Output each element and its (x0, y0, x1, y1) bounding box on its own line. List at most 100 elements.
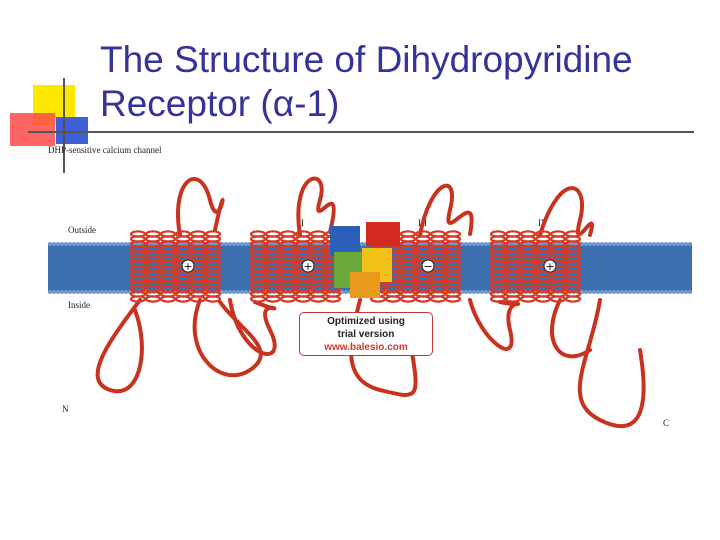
lipid-head (640, 290, 644, 294)
helix-turn (489, 295, 507, 303)
lipid-head (68, 242, 72, 246)
terminal-c: C (663, 418, 669, 428)
lipid-head (404, 242, 408, 246)
lipid-head (108, 290, 112, 294)
lipid-head (596, 242, 600, 246)
lipid-head (56, 242, 60, 246)
lipid-head (668, 242, 672, 246)
lipid-head (96, 242, 100, 246)
lipid-head (120, 290, 124, 294)
charge-circle (543, 259, 557, 273)
lipid-head (660, 242, 664, 246)
label-inside: Inside (68, 300, 90, 310)
charge-circle (301, 259, 315, 273)
helix-turn (414, 295, 432, 303)
lipid-head (524, 242, 528, 246)
lipid-head (120, 242, 124, 246)
lipid-head (100, 242, 104, 246)
helix-turn (519, 295, 537, 303)
protein-loop (176, 177, 225, 237)
lipid-head (632, 290, 636, 294)
lipid-head (512, 242, 516, 246)
lipid-head (452, 242, 456, 246)
lipid-head (468, 242, 472, 246)
lipid-head (604, 290, 608, 294)
lipid-head (484, 290, 488, 294)
converter-logo-icon (330, 222, 400, 298)
protein-loops (95, 176, 646, 428)
lipid-head (628, 290, 632, 294)
lipid-head (112, 242, 116, 246)
lipid-head (436, 242, 440, 246)
lipid-head (464, 242, 468, 246)
lipid-head (196, 242, 200, 246)
lipid-head (316, 242, 320, 246)
lipid-head (108, 242, 112, 246)
lipid-head (640, 242, 644, 246)
lipid-head (124, 290, 128, 294)
lipid-head (84, 290, 88, 294)
protein-loop (549, 298, 592, 359)
lipid-head (472, 242, 476, 246)
lipid-head (652, 290, 656, 294)
lipid-head (460, 290, 464, 294)
helix-turn (189, 295, 207, 303)
helix-turn (504, 295, 522, 303)
charge-symbol: − (423, 260, 432, 273)
lipid-head (668, 290, 672, 294)
lipid-head (648, 290, 652, 294)
lipid-head (612, 290, 616, 294)
lipid-head (244, 242, 248, 246)
lipid-head (272, 242, 276, 246)
lipid-head (56, 290, 60, 294)
terminal-n: N (62, 404, 69, 414)
lipid-head (52, 290, 56, 294)
helix-turn (549, 295, 567, 303)
lipid-head (224, 290, 228, 294)
lipid-head (528, 242, 532, 246)
lipid-head (684, 242, 688, 246)
lipid-head (676, 290, 680, 294)
lipid-head (592, 290, 596, 294)
lipid-head (472, 290, 476, 294)
label-outside: Outside (68, 225, 96, 235)
lipid-head (660, 290, 664, 294)
lipid-head (136, 242, 140, 246)
lipid-head (584, 242, 588, 246)
lipid-head (228, 242, 232, 246)
charge-symbol: + (183, 260, 192, 273)
lipid-head (580, 242, 584, 246)
helix-turn (129, 295, 147, 303)
lipid-head (584, 290, 588, 294)
lipid-head (636, 242, 640, 246)
lipid-head (616, 242, 620, 246)
helix-turn (324, 295, 342, 303)
decor-blue-square (56, 117, 88, 144)
lipid-head (240, 242, 244, 246)
lipid-head (644, 242, 648, 246)
lipid-head (580, 290, 584, 294)
lipid-head (656, 290, 660, 294)
lipid-head (460, 242, 464, 246)
slide-title: The Structure of Dihydropyridine Recepto… (100, 38, 700, 126)
protein-loop (577, 298, 646, 428)
lipid-head (88, 242, 92, 246)
lipid-head (76, 290, 80, 294)
helix-turn (444, 295, 462, 303)
lipid-head (236, 290, 240, 294)
lipid-head (688, 242, 692, 246)
lipid-head (484, 242, 488, 246)
lipid-head (608, 242, 612, 246)
lipid-head (100, 290, 104, 294)
lipid-head (556, 242, 560, 246)
lipid-head (224, 242, 228, 246)
lipid-head (116, 290, 120, 294)
lipid-head (92, 290, 96, 294)
lipid-head (464, 290, 468, 294)
lipid-head (80, 290, 84, 294)
title-line-2: Receptor (α-1) (100, 83, 340, 124)
lipid-head (648, 242, 652, 246)
watermark-line-1: Optimized using (327, 316, 405, 327)
lipid-head (220, 290, 224, 294)
lipid-head (76, 242, 80, 246)
